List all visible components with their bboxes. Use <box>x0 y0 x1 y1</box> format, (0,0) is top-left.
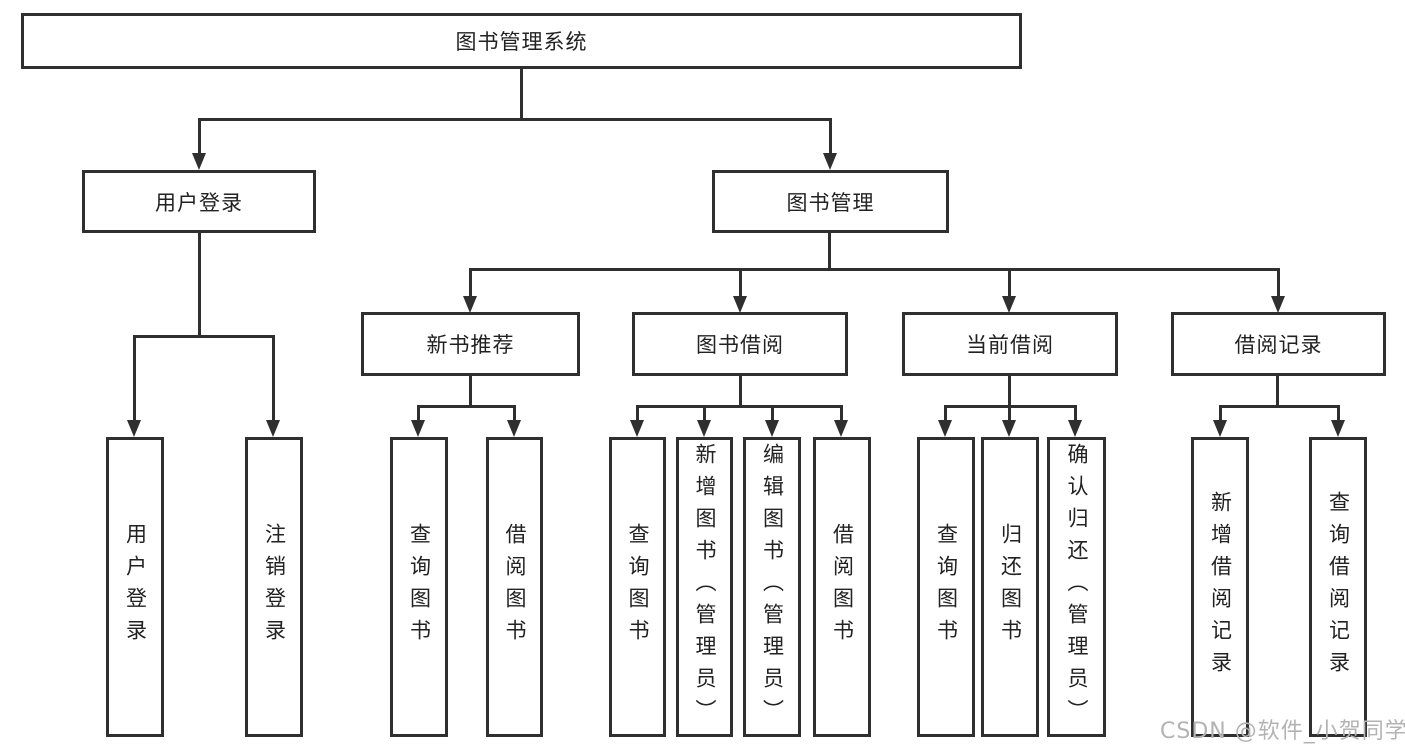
node-rec-query-book-label: 查询图书 <box>407 523 432 651</box>
node-cb-confirm-return-label: 确认归还（管理员） <box>1065 443 1089 731</box>
node-root: 图书管理系统 <box>21 13 1022 69</box>
connector-login-stem <box>198 233 201 338</box>
arrowhead-to-user-login <box>127 420 141 437</box>
connector-stub <box>1074 405 1077 422</box>
connector-book-mgmt-hbar <box>469 268 1280 271</box>
connector-root-right-stub <box>829 118 832 156</box>
connector-stub <box>636 405 639 422</box>
connector-stub <box>1337 405 1340 422</box>
connector-book-mgmt-stem <box>828 233 831 270</box>
connector-stub-book-borrow <box>739 268 742 299</box>
node-bb-query-book: 查询图书 <box>609 437 666 737</box>
connector-stub <box>513 405 516 422</box>
connector-login-hbar <box>133 335 275 338</box>
connector-borrow-record-hbar <box>1219 405 1339 408</box>
arrowhead-to-bb-borrow-book <box>834 420 848 437</box>
arrowhead-to-rec-borrow-book <box>507 420 521 437</box>
node-borrow-record: 借阅记录 <box>1171 312 1386 376</box>
connector-root-hbar <box>198 118 832 121</box>
node-borrow-record-label: 借阅记录 <box>1234 333 1323 357</box>
node-new-book-rec-label: 新书推荐 <box>426 333 515 357</box>
arrowhead-to-login <box>192 153 206 170</box>
node-br-query-record-label: 查询借阅记录 <box>1326 491 1351 683</box>
connector-login-left-stub <box>133 335 136 423</box>
csdn-watermark: CSDN @软件_小贺同学 <box>1160 719 1405 744</box>
connector-root-left-stub <box>198 118 201 156</box>
node-bb-add-book: 新增图书（管理员） <box>676 437 733 737</box>
node-user-login-label: 用户登录 <box>123 523 148 651</box>
connector-stub-new-book-rec <box>469 268 472 299</box>
node-login: 用户登录 <box>82 170 316 233</box>
arrowhead-to-br-add-record <box>1213 420 1227 437</box>
node-cb-query-book-label: 查询图书 <box>934 523 959 651</box>
node-bb-query-book-label: 查询图书 <box>626 523 650 651</box>
node-cb-confirm-return: 确认归还（管理员） <box>1047 437 1106 737</box>
connector-login-right-stub <box>272 335 275 423</box>
arrowhead-to-logout <box>266 420 280 437</box>
arrowhead-to-bb-add-book <box>697 420 711 437</box>
node-root-label: 图书管理系统 <box>455 30 588 54</box>
arrowhead-to-cb-confirm-return <box>1068 420 1082 437</box>
connector-stub <box>771 405 774 422</box>
connector-stub-borrow-record <box>1277 268 1280 299</box>
node-login-label: 用户登录 <box>155 190 243 215</box>
connector-stub <box>840 405 843 422</box>
node-book-mgmt: 图书管理 <box>712 170 949 233</box>
arrowhead-to-bb-query-book <box>630 420 644 437</box>
arrowhead-to-book-borrow <box>733 296 747 313</box>
connector-stub <box>1008 405 1011 422</box>
node-logout-label: 注销登录 <box>262 523 287 651</box>
node-bb-borrow-book-label: 借阅图书 <box>830 523 855 651</box>
node-br-add-record: 新增借阅记录 <box>1191 437 1249 737</box>
node-rec-borrow-book-label: 借阅图书 <box>503 523 527 651</box>
arrowhead-to-new-book-rec <box>463 296 477 313</box>
node-book-mgmt-label: 图书管理 <box>786 190 875 215</box>
node-cb-return-book: 归还图书 <box>981 437 1039 737</box>
connector-stub <box>944 405 947 422</box>
connector-borrow-record-stem <box>1276 376 1279 407</box>
connector-new-book-rec-stem <box>469 376 472 407</box>
connector-current-borrow-stem <box>1008 376 1011 407</box>
node-user-login: 用户登录 <box>106 437 164 737</box>
node-rec-borrow-book: 借阅图书 <box>486 437 543 737</box>
connector-new-book-rec-hbar <box>417 405 516 408</box>
arrowhead-to-cb-query-book <box>938 420 952 437</box>
connector-stub <box>1219 405 1222 422</box>
connector-root-stem <box>520 67 523 120</box>
node-bb-borrow-book: 借阅图书 <box>813 437 871 737</box>
node-rec-query-book: 查询图书 <box>390 437 448 737</box>
node-current-borrow-label: 当前借阅 <box>966 333 1054 357</box>
connector-stub <box>703 405 706 422</box>
node-book-borrow-label: 图书借阅 <box>696 333 784 357</box>
node-br-add-record-label: 新增借阅记录 <box>1208 491 1233 683</box>
node-bb-edit-book-label: 编辑图书（管理员） <box>760 443 785 731</box>
node-bb-add-book-label: 新增图书（管理员） <box>693 443 717 731</box>
arrowhead-to-borrow-record <box>1271 296 1285 313</box>
arrowhead-to-br-query-record <box>1331 420 1345 437</box>
node-new-book-rec: 新书推荐 <box>361 312 580 376</box>
arrowhead-to-rec-query-book <box>411 420 425 437</box>
node-br-query-record: 查询借阅记录 <box>1309 437 1367 737</box>
node-book-borrow: 图书借阅 <box>632 312 848 376</box>
connector-stub-current-borrow <box>1008 268 1011 299</box>
node-logout: 注销登录 <box>245 437 303 737</box>
node-cb-return-book-label: 归还图书 <box>998 523 1023 651</box>
connector-book-borrow-hbar <box>636 405 843 408</box>
arrowhead-to-bb-edit-book <box>765 420 779 437</box>
node-bb-edit-book: 编辑图书（管理员） <box>743 437 801 737</box>
connector-stub <box>417 405 420 422</box>
arrowhead-to-book-mgmt <box>823 153 837 170</box>
arrowhead-to-cb-return-book <box>1002 420 1016 437</box>
node-current-borrow: 当前借阅 <box>902 312 1118 376</box>
connector-book-borrow-stem <box>739 376 742 407</box>
node-cb-query-book: 查询图书 <box>917 437 975 737</box>
arrowhead-to-current-borrow <box>1002 296 1016 313</box>
